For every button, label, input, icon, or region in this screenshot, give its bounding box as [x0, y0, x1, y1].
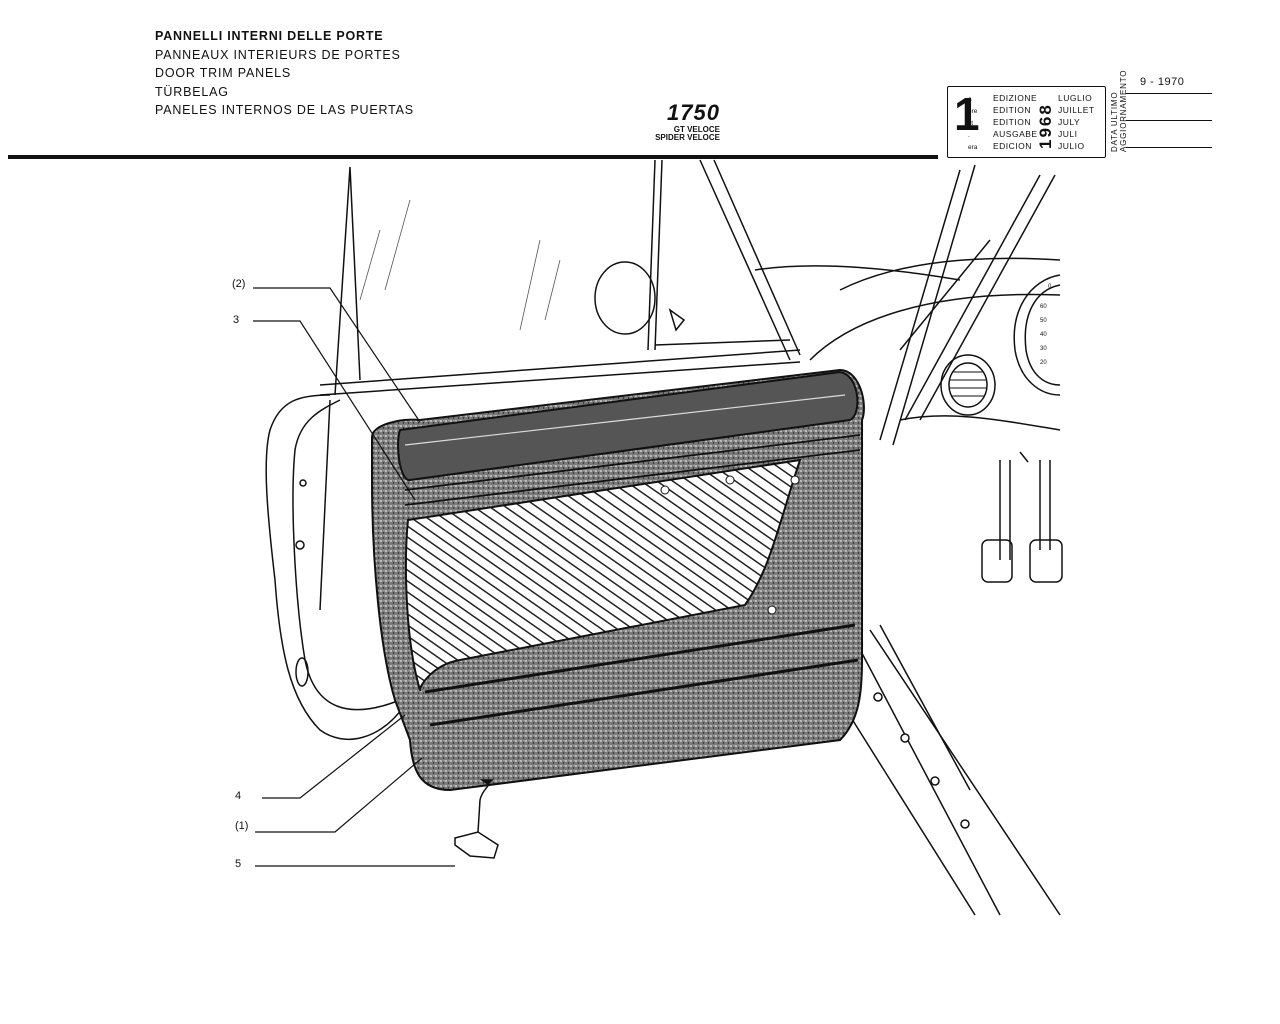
leader-lines — [253, 287, 455, 867]
title-french: PANNEAUX INTERIEURS DE PORTES — [155, 47, 401, 62]
gauge-number: 50 — [1040, 318, 1047, 324]
title-english: DOOR TRIM PANELS — [155, 66, 291, 80]
edition-label: AUSGABE — [993, 129, 1038, 139]
gauge-number: 20 — [1040, 360, 1047, 366]
edition-label: EDIZIONE — [993, 93, 1038, 103]
edition-month: JULI — [1058, 129, 1078, 139]
model-variant-gt: GT VELOCE — [673, 125, 720, 134]
edition-suffix: ere — [968, 108, 978, 115]
callout-4: 4 — [235, 790, 242, 802]
clip-part — [454, 779, 499, 859]
model-number: 1750 — [667, 100, 720, 125]
title-german: TÜRBELAG — [155, 84, 229, 99]
edition-labels: EDIZIONE EDITION EDITION AUSGABE EDICION — [993, 92, 1038, 152]
speedometer-numbers: 60 50 40 30 20 — [1040, 300, 1047, 370]
callout-2: (2) — [232, 278, 246, 290]
edition-suffix: a — [968, 96, 972, 103]
edition-month: JUILLET — [1058, 105, 1095, 115]
edition-label: EDITION — [993, 105, 1031, 115]
edition-label: EDICION — [993, 141, 1032, 151]
edition-month: JULIO — [1058, 141, 1085, 151]
callout-3: 3 — [233, 314, 240, 326]
update-line — [1126, 120, 1212, 121]
gauge-number: 30 — [1040, 346, 1047, 352]
edition-label: EDITION — [993, 117, 1031, 127]
door-frame — [265, 159, 1063, 916]
edition-month: JULY — [1058, 117, 1081, 127]
edition-number: 1 — [954, 88, 980, 140]
edition-months: LUGLIO JUILLET JULY JULI JULIO — [1058, 92, 1095, 152]
update-line — [1126, 147, 1212, 148]
model-block: 1750 GT VELOCE SPIDER VELOCE — [640, 100, 720, 142]
last-update-date: 9 - 1970 — [1140, 76, 1185, 88]
title-spanish: PANELES INTERNOS DE LAS PUERTAS — [155, 103, 414, 117]
edition-month: LUGLIO — [1058, 93, 1093, 103]
edition-suffix: st — [968, 120, 974, 127]
header-rule — [8, 155, 938, 159]
callout-1: (1) — [235, 820, 249, 832]
edition-suffix: era — [968, 144, 978, 151]
gauge-number: 40 — [1040, 332, 1047, 338]
update-line — [1126, 93, 1212, 94]
edition-box: 1 a ere st . era EDIZIONE EDITION EDITIO… — [947, 86, 1106, 158]
gauge-number-top: 0 — [1048, 284, 1052, 290]
callout-5: 5 — [235, 858, 242, 870]
title-italian: PANNELLI INTERNI DELLE PORTE — [155, 29, 384, 43]
edition-suffixes: a ere st . era — [968, 94, 977, 154]
edition-suffix: . — [968, 132, 970, 139]
gauge-number: 60 — [1040, 304, 1047, 310]
model-variant-spider: SPIDER VELOCE — [655, 133, 720, 142]
header-titles: PANNELLI INTERNI DELLE PORTE PANNEAUX IN… — [155, 27, 414, 120]
door-trim-panel — [371, 368, 865, 792]
